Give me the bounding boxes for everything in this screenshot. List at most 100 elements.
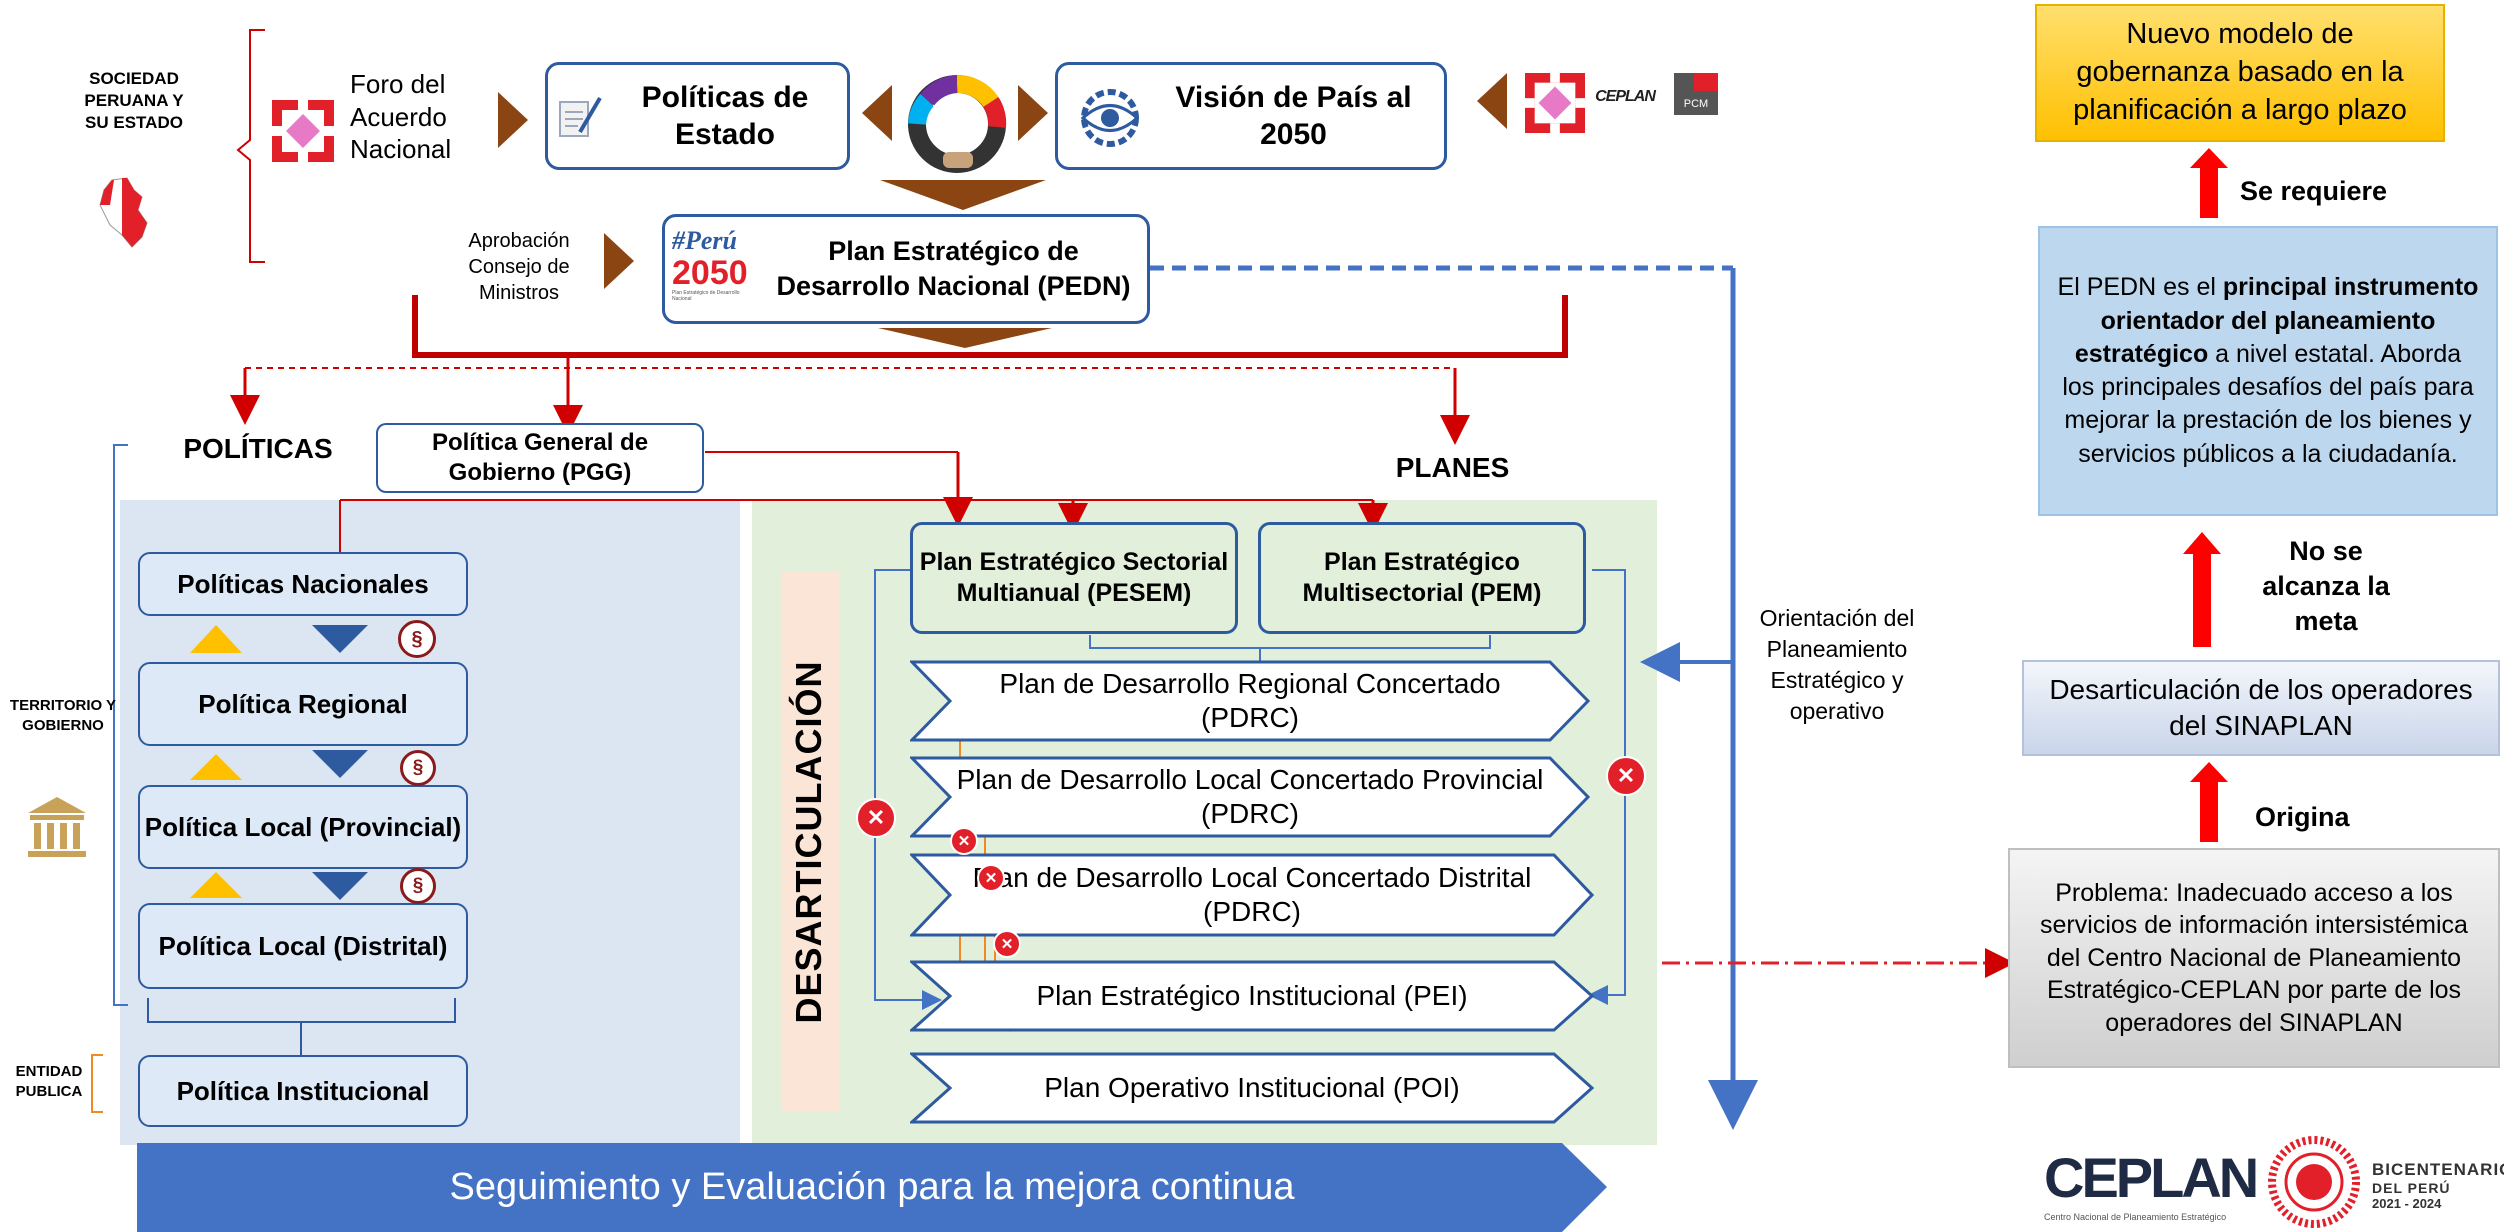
arrow-up-icon <box>2190 148 2228 168</box>
triangle-down-icon <box>312 625 368 653</box>
peru-map-icon <box>99 177 148 248</box>
arrow-up-shaft <box>2200 780 2218 842</box>
chevron-shape <box>910 853 1594 937</box>
sociedad-label: SOCIEDAD PERUANA Y SU ESTADO <box>84 69 184 133</box>
desarticulacion-ops-label: Desarticulación de los operadores del SI… <box>2049 673 2473 741</box>
document-pen-icon <box>559 96 602 137</box>
pesem-label: Plan Estratégico Sectorial Multianual (P… <box>919 547 1229 607</box>
x-circle-icon: ✕ <box>1606 756 1646 796</box>
vision-label: Visión de País al 2050 <box>1175 80 1412 152</box>
triangle-down-icon <box>312 750 368 778</box>
eye-gear-icon <box>1080 89 1140 147</box>
broken-link-icon: § <box>398 620 436 658</box>
pedn-description-box: El PEDN es el principal instrumento orie… <box>2038 226 2498 516</box>
plan-label: Plan de Desarrollo Regional Concertado (… <box>999 668 1501 733</box>
arrow-down-icon <box>878 328 1052 348</box>
desarticulacion-ops-box: Desarticulación de los operadores del SI… <box>2022 660 2500 756</box>
ceplan-logo: CEPLAN Centro Nacional de Planeamiento E… <box>2044 1150 2259 1230</box>
se-requiere-label: Se requiere <box>2240 176 2388 206</box>
handshake-ring-icon <box>908 75 1007 173</box>
plan-pdrc-provincial: Plan de Desarrollo Local Concertado Prov… <box>910 756 1590 838</box>
ceplan-logo-sub: Centro Nacional de Planeamiento Estratég… <box>2044 1212 2227 1222</box>
x-circle-icon: ✕ <box>856 798 896 838</box>
desarticulacion-bar <box>782 572 840 1112</box>
chevron-shape <box>910 1052 1594 1124</box>
government-building-icon <box>28 797 86 857</box>
peru-logo-sub: Plan Estratégico de Desarrollo Nacional <box>672 290 740 302</box>
x-circle-icon: ✕ <box>977 864 1005 892</box>
aprobacion-label: Aprobación Consejo de Ministros <box>468 230 570 304</box>
plan-label: Plan Estratégico Institucional (PEI) <box>1036 980 1468 1012</box>
politica-label: Políticas Nacionales <box>177 568 429 599</box>
ceplan-small-logo: CEPLAN <box>1595 88 1656 105</box>
plan-label: Plan de Desarrollo Local Concertado Dist… <box>972 862 1532 927</box>
arrow-right-icon <box>604 233 634 289</box>
arrow-up-shaft <box>2193 552 2211 647</box>
bicentenario-seal-icon <box>2268 1136 2360 1228</box>
pcm-label: PCM <box>1683 98 1709 110</box>
broken-link-icon: § <box>400 750 436 786</box>
politica-local-distrital-box: Política Local (Distrital) <box>138 903 468 989</box>
x-circle-icon: ✕ <box>993 930 1021 958</box>
no-alcanza-label: No se alcanza la meta <box>2262 536 2390 637</box>
politicas-nacionales-box: Políticas Nacionales <box>138 552 468 616</box>
bicentenario-text: BICENTENARIO DEL PERÚ 2021 - 2024 <box>2372 1160 2504 1211</box>
orientacion-label: Orientación del Planeamiento Estratégico… <box>1759 605 1915 725</box>
politica-local-provincial-box: Política Local (Provincial) <box>138 785 468 869</box>
chevron-shape <box>910 660 1590 742</box>
pedn-desc-1: El PEDN es el <box>2057 273 2223 302</box>
pedn-desc-2: a nivel estatal. Aborda los principales … <box>2062 339 2474 468</box>
peru-logo-year: 2050 <box>672 254 748 292</box>
politica-institucional-box: Política Institucional <box>138 1055 468 1127</box>
entidad-label: ENTIDAD PUBLICA <box>15 1063 83 1100</box>
problema-label: Problema: Inadecuado acceso a los servic… <box>2040 878 2468 1037</box>
acuerdo-nacional-logo-icon <box>1525 73 1585 133</box>
politica-label: Política Local (Provincial) <box>144 811 462 842</box>
arrow-right-icon <box>498 92 528 148</box>
pgg-label: Política General de Gobierno (PGG) <box>431 429 649 486</box>
seguimiento-banner: Seguimiento y Evaluación para la mejora … <box>137 1143 1607 1232</box>
arrow-up-icon <box>2183 532 2221 554</box>
arrow-right-icon <box>1018 85 1048 141</box>
nuevo-modelo-box: Nuevo modelo de gobernanza basado en la … <box>2035 4 2445 142</box>
triangle-up-icon <box>190 872 242 898</box>
politica-regional-box: Política Regional <box>138 662 468 746</box>
broken-link-icon: § <box>400 868 436 904</box>
pedn-label: Plan Estratégico de Desarrollo Nacional … <box>776 235 1131 301</box>
nuevo-modelo-label: Nuevo modelo de gobernanza basado en la … <box>2073 18 2407 126</box>
del-peru-label: DEL PERÚ <box>2372 1180 2451 1196</box>
bicentenario-label: BICENTENARIO <box>2372 1160 2504 1179</box>
plan-label: Plan de Desarrollo Local Concertado Prov… <box>956 764 1544 829</box>
pedn-desc-text: El PEDN es el principal instrumento orie… <box>2056 271 2480 471</box>
chevron-shape <box>910 756 1590 838</box>
pcm-logo-accent <box>1694 73 1718 91</box>
plan-pdrc-regional: Plan de Desarrollo Regional Concertado (… <box>910 660 1590 742</box>
pem-label: Plan Estratégico Multisectorial (PEM) <box>1302 547 1542 607</box>
plan-poi: Plan Operativo Institucional (POI) <box>910 1052 1594 1124</box>
politica-label: Política Institucional <box>176 1075 430 1106</box>
triangle-up-icon <box>190 625 242 653</box>
arrow-up-shaft <box>2200 166 2218 218</box>
peru-logo-top: #Perú <box>672 226 737 255</box>
plan-pei: Plan Estratégico Institucional (PEI) <box>910 960 1594 1032</box>
pedn-desc-bold: principal instrumento orientador del pla… <box>2074 273 2479 368</box>
origina-label: Origina <box>2255 802 2350 832</box>
x-circle-icon: ✕ <box>950 827 978 855</box>
problema-box: Problema: Inadecuado acceso a los servic… <box>2008 848 2500 1068</box>
politicas-title: POLÍTICAS <box>183 433 333 464</box>
plan-pdrc-distrital: Plan de Desarrollo Local Concertado Dist… <box>910 853 1594 937</box>
acuerdo-nacional-logo-icon <box>272 100 334 162</box>
pesem-box: Plan Estratégico Sectorial Multianual (P… <box>910 522 1238 634</box>
triangle-down-icon <box>312 872 368 900</box>
arrow-left-icon <box>1477 73 1507 129</box>
arrow-left-icon <box>862 85 892 141</box>
territorio-label: TERRITORIO Y GOBIERNO <box>9 697 117 735</box>
years-label: 2021 - 2024 <box>2372 1196 2442 1211</box>
politicas-estado-label: Políticas de Estado <box>641 80 809 152</box>
foro-label: Foro del Acuerdo Nacional <box>350 69 452 164</box>
desarticulacion-label: DESARTICULACIÓN <box>788 660 829 1024</box>
pedn-box: Plan Estratégico de Desarrollo Nacional … <box>662 214 1150 324</box>
politicas-estado-box: Políticas de Estado <box>545 62 850 170</box>
banner-shape <box>137 1143 1607 1232</box>
pem-box: Plan Estratégico Multisectorial (PEM) <box>1258 522 1586 634</box>
